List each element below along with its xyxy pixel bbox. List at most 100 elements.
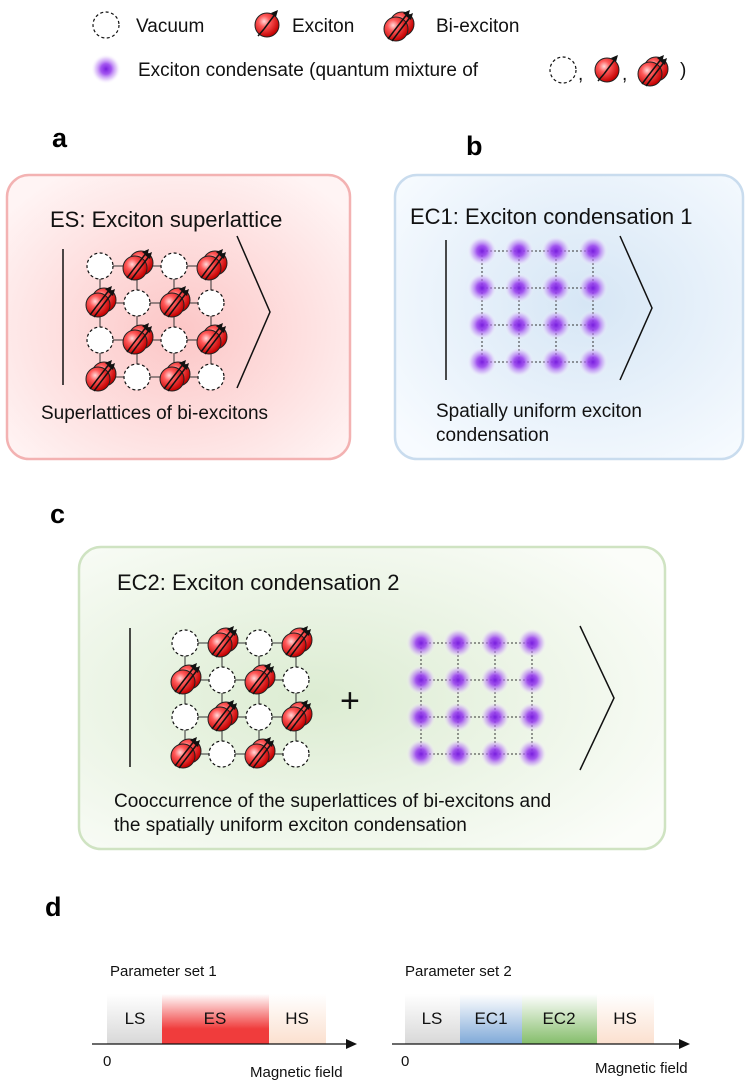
condensate-site — [443, 702, 473, 732]
condensate-site — [504, 310, 534, 340]
segment-ec1-label: EC1 — [474, 1009, 507, 1028]
legend-comma-2: , — [622, 64, 627, 85]
vacuum-site — [171, 629, 199, 657]
ket-right-angle — [236, 235, 271, 389]
vacuum-site — [160, 252, 188, 280]
condensate-site — [517, 739, 547, 769]
condensate-site — [504, 347, 534, 377]
legend-comma-1: , — [578, 64, 583, 85]
axis-label: Magnetic field — [250, 1064, 343, 1081]
condensate-site — [517, 665, 547, 695]
panel-b-caption-line1: Spatially uniform exciton — [436, 401, 642, 422]
condensate-site — [480, 739, 510, 769]
panel-b-letter: b — [466, 131, 483, 161]
segment-hs-label: HS — [285, 1009, 309, 1028]
segment-hs — [269, 994, 326, 1044]
legend: Vacuum Exciton Bi-exciton Exciton conden… — [91, 9, 686, 87]
condensate-site — [541, 310, 571, 340]
vacuum-site — [160, 326, 188, 354]
biexciton-mixture-icon — [637, 54, 669, 87]
panel-b-caption-line2: condensation — [436, 425, 549, 446]
axis-origin-label: 0 — [401, 1053, 409, 1070]
vacuum-mixture-icon — [549, 56, 577, 84]
condensate-site — [480, 702, 510, 732]
axis-label: Magnetic field — [595, 1060, 688, 1077]
legend-vacuum-label: Vacuum — [136, 16, 204, 37]
legend-close-paren: ) — [680, 60, 686, 81]
condensate-site — [541, 347, 571, 377]
segment-hs-label: HS — [613, 1009, 637, 1028]
vacuum-site — [197, 289, 225, 317]
condensate-site — [443, 665, 473, 695]
condensate-site — [406, 665, 436, 695]
panel-c-title: EC2: Exciton condensation 2 — [117, 570, 400, 595]
vacuum-legend-icon — [92, 11, 120, 39]
legend-exciton-label: Exciton — [292, 16, 354, 37]
condensate-site — [406, 628, 436, 658]
condensate-site — [541, 236, 571, 266]
vacuum-site — [282, 666, 310, 694]
panel-c-caption-line1: Cooccurrence of the superlattices of bi-… — [114, 791, 551, 812]
condensate-site — [578, 310, 608, 340]
segment-ls — [107, 994, 162, 1044]
phase-diagram-set-2: Parameter set 2 LS EC1 EC2 HS 0 Magnetic… — [392, 963, 690, 1077]
segment-hs — [597, 994, 654, 1044]
plus-sign: + — [340, 682, 360, 720]
condensate-site — [541, 273, 571, 303]
phase-diagram-set-1: Parameter set 1 LS ES HS 0 Magnetic fiel… — [92, 963, 357, 1081]
panel-a-letter: a — [52, 123, 68, 153]
superlattice-grid — [170, 625, 313, 769]
condensate-site — [504, 273, 534, 303]
vacuum-site — [86, 252, 114, 280]
condensate-legend-icon — [91, 54, 121, 84]
panel-b: EC1: Exciton condensation 1 Spatially un… — [393, 173, 745, 461]
condensate-site — [443, 628, 473, 658]
panel-c-box — [77, 545, 667, 851]
panel-d-letter: d — [45, 892, 62, 922]
segment-es-label: ES — [204, 1009, 227, 1028]
biexciton-legend-icon — [383, 9, 415, 42]
condensate-site — [406, 739, 436, 769]
exciton-legend-icon — [254, 9, 280, 38]
panel-c-caption-line2: the spatially uniform exciton condensati… — [114, 815, 467, 836]
segment-ls — [405, 994, 460, 1044]
legend-biexciton-label: Bi-exciton — [436, 16, 519, 37]
condensate-site — [406, 702, 436, 732]
condensate-site — [480, 628, 510, 658]
segment-es — [162, 994, 269, 1044]
exciton-mixture-icon — [594, 54, 620, 83]
condensate-site — [467, 236, 497, 266]
vacuum-site — [171, 703, 199, 731]
axis-origin-label: 0 — [103, 1053, 111, 1070]
legend-condensate-label: Exciton condensate (quantum mixture of — [138, 60, 479, 81]
ket-right-angle — [579, 625, 615, 771]
segment-ls-label: LS — [422, 1009, 443, 1028]
condensate-site — [504, 236, 534, 266]
vacuum-site — [123, 363, 151, 391]
vacuum-site — [86, 326, 114, 354]
segment-ls-label: LS — [125, 1009, 146, 1028]
axis-arrowhead — [346, 1039, 357, 1049]
axis-arrowhead — [679, 1039, 690, 1049]
condensate-site — [467, 347, 497, 377]
vacuum-site — [245, 703, 273, 731]
parameter-set-2-label: Parameter set 2 — [405, 963, 512, 980]
panel-c: EC2: Exciton condensation 2 + Cooccurren… — [77, 545, 667, 851]
vacuum-site — [208, 666, 236, 694]
segment-ec2-label: EC2 — [542, 1009, 575, 1028]
condensate-site — [578, 273, 608, 303]
panel-c-letter: c — [50, 499, 65, 529]
vacuum-site — [208, 740, 236, 768]
condensate-site — [517, 628, 547, 658]
panel-a-caption: Superlattices of bi-excitons — [41, 403, 268, 424]
condensate-site — [578, 236, 608, 266]
ket-right-angle — [619, 235, 653, 381]
panel-b-title: EC1: Exciton condensation 1 — [410, 204, 693, 229]
condensate-site — [467, 310, 497, 340]
segment-ec2 — [522, 994, 597, 1044]
vacuum-site — [245, 629, 273, 657]
superlattice-grid — [85, 248, 228, 392]
condensate-site — [480, 665, 510, 695]
vacuum-site — [123, 289, 151, 317]
